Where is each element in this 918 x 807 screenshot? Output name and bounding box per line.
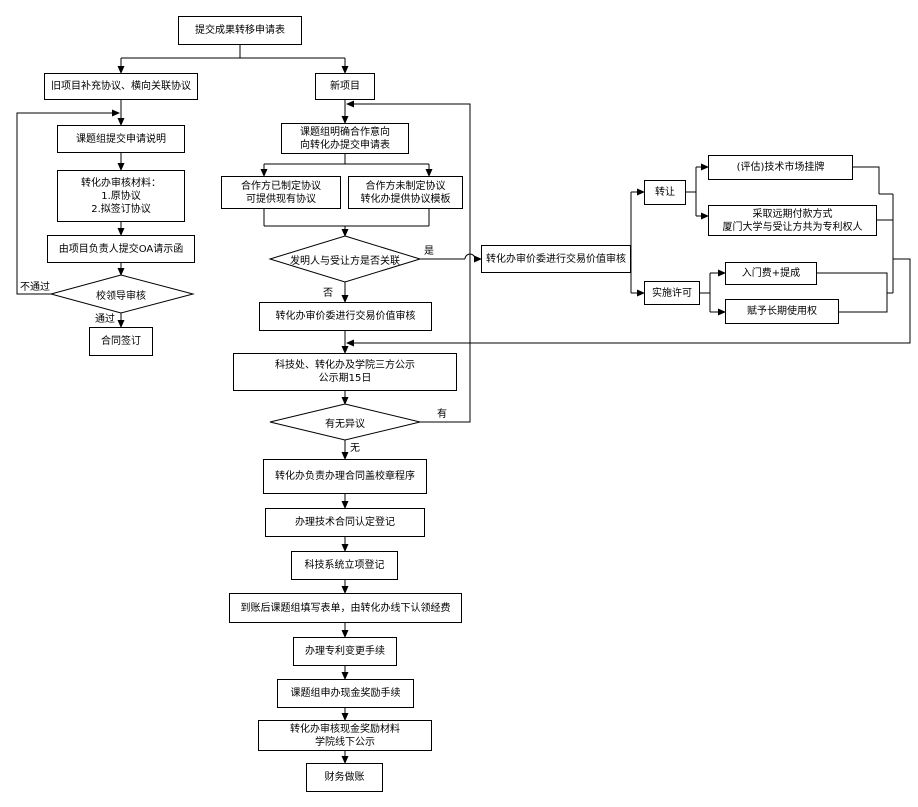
fail-label: 不通过 [20,282,50,293]
none-label: 无 [350,443,360,454]
leader-review-diamond [49,274,195,314]
entry-fee-box: 入门费+提成 [725,262,817,285]
partner-made-box: 合作方已制定协议 可提供现有协议 [221,176,341,209]
confirm-partner-box: 课题组明确合作意向 向转化办提交申请表 [281,123,409,154]
yes-label: 是 [424,246,434,257]
objection-diamond [269,403,421,441]
fill-form-box: 到账后课题组填写表单，由转化办线下认领经费 [229,593,462,623]
three-party-notice-box: 科技处、转化办及学院三方公示 公示期15日 [233,353,457,391]
related-party-text: 发明人与受让方是否关联 [290,255,400,267]
old-project-box: 旧项目补充协议、横向关联协议 [44,73,198,100]
long-payment-box: 采取远期付款方式 厦门大学与受让方共为专利权人 [708,205,877,236]
connector [817,272,888,293]
fail-loop-connector [16,109,120,295]
transfer-box: 转让 [644,180,686,205]
return-connector [346,258,911,347]
finance-box: 财务做账 [306,763,383,792]
connector [853,166,880,194]
new-project-box: 新项目 [315,73,375,100]
pass-label: 通过 [95,314,115,325]
long-use-box: 赋予长期使用权 [725,299,839,324]
submit-application-box: 提交成果转移申请表 [178,16,302,45]
review-reward-box: 转化办审核现金奖励材料 学院线下公示 [258,720,432,751]
leader-review-text: 校领导审核 [96,290,146,302]
oa-request-box: 由项目负责人提交OA请示函 [47,235,195,263]
connector [877,194,894,221]
connector [839,293,888,313]
seal-contract-box: 转化办负责办理合同盖校章程序 [263,459,427,494]
cash-reward-box: 课题组申办现金奖励手续 [277,679,414,708]
market-listing-box: (评估)技术市场挂牌 [708,155,853,180]
price-review-right-box: 转化办审价委进行交易价值审核 [481,245,631,273]
sign-contract-box: 合同签订 [89,327,153,356]
submit-explanation-box: 课题组提交申请说明 [57,125,185,153]
project-registration-box: 科技系统立项登记 [291,551,398,580]
related-party-diamond [268,235,422,283]
patent-change-box: 办理专利变更手续 [293,637,397,666]
objection-loop-connector [346,100,471,423]
partner-not-made-box: 合作方未制定协议 转化办提供协议模板 [348,176,463,209]
no-label: 否 [323,288,333,299]
price-review-left-box: 转化办审价委进行交易价值审核 [259,302,432,331]
has-label: 有 [437,409,447,420]
objection-text: 有无异议 [325,418,365,430]
license-box: 实施许可 [644,281,700,305]
contract-registration-box: 办理技术合同认定登记 [265,508,425,537]
review-materials-box: 转化办审核材料： 1.原协议 2.拟签订协议 [57,170,185,222]
